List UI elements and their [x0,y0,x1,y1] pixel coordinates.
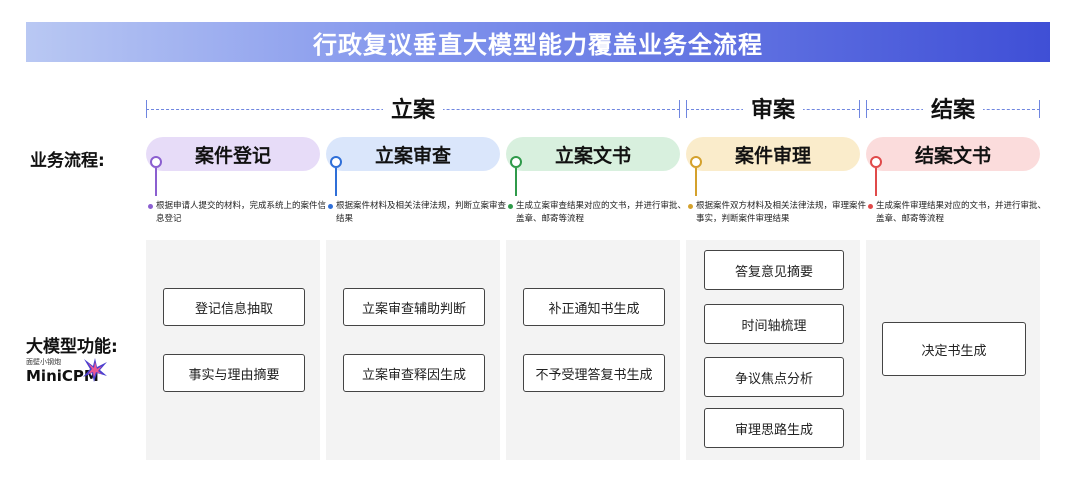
model-function-box: 时间轴梳理 [704,304,844,344]
stage-description-text: 生成案件审理结果对应的文书，并进行审批、盖章、邮寄等流程 [876,201,1047,224]
stage-description: 根据案件材料及相关法律法规，判断立案审查结果 [328,200,508,226]
model-function-box: 补正通知书生成 [523,288,665,326]
stage-description-text: 根据案件双方材料及相关法律法规，审理案件事实，判断案件审理结果 [696,201,867,224]
stage-name: 立案文书 [554,144,631,167]
stage-description: 根据申请人提交的材料，完成系统上的案件信息登记 [148,200,328,226]
phase-tick [146,100,147,118]
phase-tick [866,100,867,118]
stage-name: 案件审理 [734,144,811,167]
stage-stem-line [515,168,517,196]
stage-description-text: 根据案件材料及相关法律法规，判断立案审查结果 [336,201,507,224]
model-function-box: 事实与理由摘要 [163,354,305,392]
logo-en-text: MiniCPM [26,367,99,385]
model-function-box: 决定书生成 [882,322,1026,376]
stage-ring-icon [870,156,882,168]
process-row-label: 业务流程: [30,151,105,171]
stage-pill: 结案文书 [866,137,1040,171]
bullet-dot-icon [508,204,513,209]
model-function-box: 登记信息抽取 [163,288,305,326]
model-function-box: 立案审查释因生成 [343,354,485,392]
bullet-dot-icon [328,204,333,209]
model-function-box: 审理思路生成 [704,408,844,448]
logo-cn-text: 面壁小钢炮 [26,358,61,366]
phase-label: 立案 [382,92,443,124]
stage-description: 生成案件审理结果对应的文书，并进行审批、盖章、邮寄等流程 [868,200,1048,226]
stage-name: 立案审查 [374,144,451,167]
model-function-box: 答复意见摘要 [704,250,844,290]
phase-tick [1039,100,1040,118]
title-banner: 行政复议垂直大模型能力覆盖业务全流程 [26,22,1050,62]
model-function-panel [326,240,500,460]
phase-bracket: 结案 [866,92,1040,128]
stage-ring-icon [510,156,522,168]
stage-pill: 立案文书 [506,137,680,171]
phase-tick [686,100,687,118]
stage-description: 生成立案审查结果对应的文书，并进行审批、盖章、邮寄等流程 [508,200,688,226]
stage-ring-icon [690,156,702,168]
model-function-box: 不予受理答复书生成 [523,354,665,392]
page-title: 行政复议垂直大模型能力覆盖业务全流程 [313,30,763,59]
stage-stem-line [335,168,337,196]
phase-tick [859,100,860,118]
stage-pill: 案件审理 [686,137,860,171]
phase-tick [679,100,680,118]
model-function-box: 争议焦点分析 [704,357,844,397]
stage-description-text: 根据申请人提交的材料，完成系统上的案件信息登记 [156,201,327,224]
stage-pill: 立案审查 [326,137,500,171]
stage-name: 案件登记 [194,144,271,167]
phase-bracket: 审案 [686,92,860,128]
model-function-panel [146,240,320,460]
phase-label: 审案 [742,92,803,124]
model-function-panel [506,240,680,460]
stage-stem-line [155,168,157,196]
stage-ring-icon [150,156,162,168]
bullet-dot-icon [688,204,693,209]
stage-ring-icon [330,156,342,168]
stage-description-text: 生成立案审查结果对应的文书，并进行审批、盖章、邮寄等流程 [516,201,687,224]
minicpm-logo: 面壁小钢炮 MiniCPM [26,357,110,391]
stage-stem-line [695,168,697,196]
model-function-box: 立案审查辅助判断 [343,288,485,326]
stage-name: 结案文书 [914,144,991,167]
bullet-dot-icon [868,204,873,209]
stage-stem-line [875,168,877,196]
phase-label: 结案 [922,92,983,124]
model-row-label: 大模型功能: [26,337,118,357]
bullet-dot-icon [148,204,153,209]
stage-pill: 案件登记 [146,137,320,171]
starburst-icon [83,358,107,382]
stage-description: 根据案件双方材料及相关法律法规，审理案件事实，判断案件审理结果 [688,200,868,226]
phase-bracket: 立案 [146,92,680,128]
